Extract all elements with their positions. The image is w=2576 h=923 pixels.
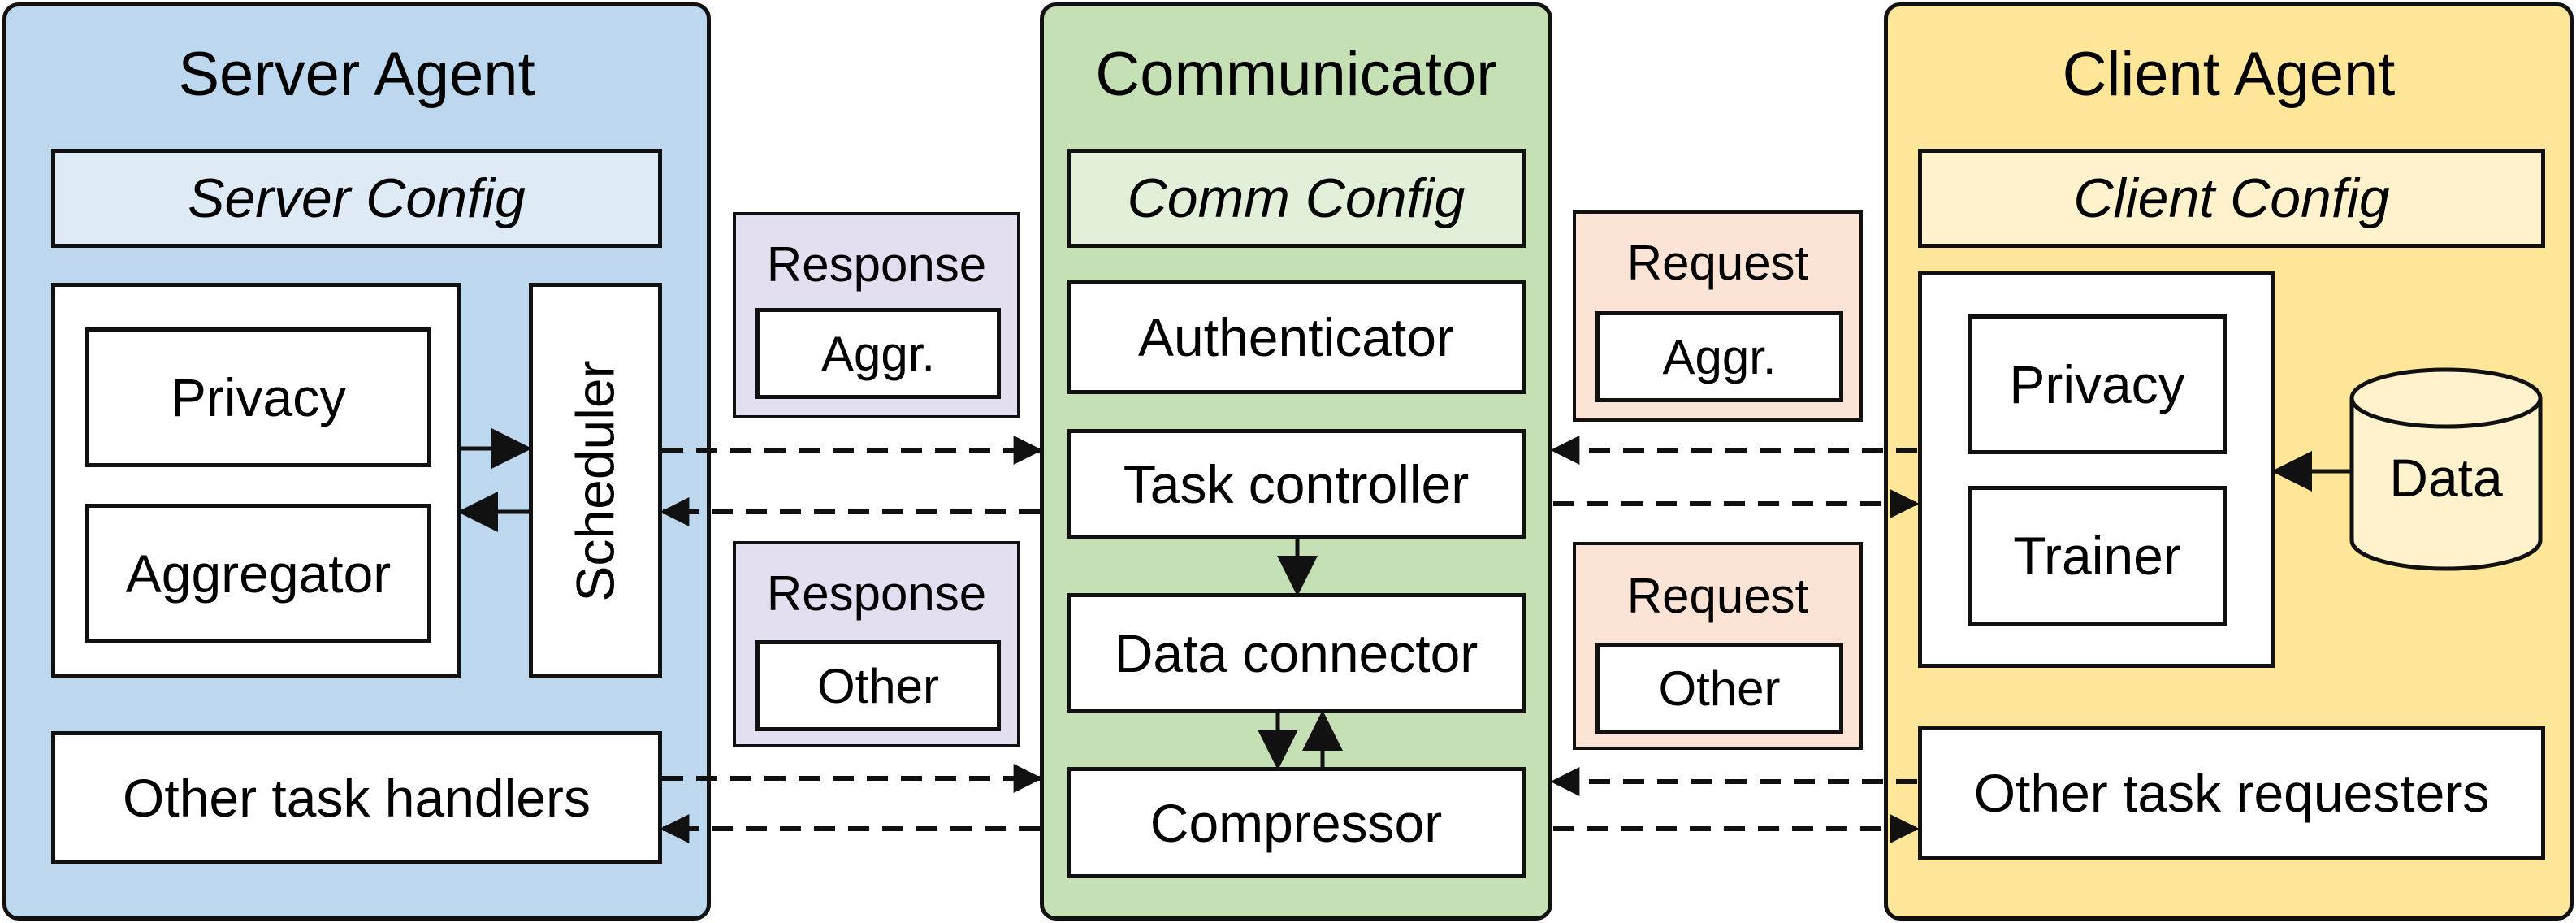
compressor: Compressor bbox=[1067, 767, 1526, 878]
response-other-inner: Other bbox=[755, 640, 1001, 731]
client-config: Client Config bbox=[1918, 149, 2545, 248]
response-other-message: Response Other bbox=[733, 541, 1020, 748]
request-other-title: Request bbox=[1626, 569, 1809, 623]
scheduler: Scheduler bbox=[529, 283, 662, 678]
comm-config: Comm Config bbox=[1067, 149, 1526, 248]
request-other-inner: Other bbox=[1595, 643, 1843, 734]
data-label: Data bbox=[2389, 448, 2503, 508]
response-other-title: Response bbox=[766, 566, 987, 621]
server-agent-title: Server Agent bbox=[178, 40, 535, 109]
request-other-message: Request Other bbox=[1573, 542, 1863, 750]
task-controller: Task controller bbox=[1067, 429, 1526, 540]
client-trainer: Trainer bbox=[1968, 486, 2227, 626]
other-task-requesters: Other task requesters bbox=[1918, 726, 2545, 860]
client-privacy: Privacy bbox=[1968, 314, 2227, 454]
response-aggr-inner: Aggr. bbox=[755, 308, 1001, 399]
client-agent-title: Client Agent bbox=[2062, 40, 2396, 109]
server-config: Server Config bbox=[51, 149, 662, 248]
response-aggr-message: Response Aggr. bbox=[733, 212, 1020, 418]
request-aggr-title: Request bbox=[1626, 236, 1809, 290]
other-task-handlers: Other task handlers bbox=[51, 731, 662, 864]
response-aggr-title: Response bbox=[766, 237, 987, 292]
communicator-title: Communicator bbox=[1095, 40, 1497, 109]
server-privacy: Privacy bbox=[85, 327, 431, 467]
authenticator: Authenticator bbox=[1067, 280, 1526, 394]
request-aggr-inner: Aggr. bbox=[1595, 311, 1843, 402]
data-database-icon bbox=[2349, 367, 2543, 571]
request-aggr-message: Request Aggr. bbox=[1573, 210, 1863, 422]
server-aggregator: Aggregator bbox=[85, 504, 431, 644]
